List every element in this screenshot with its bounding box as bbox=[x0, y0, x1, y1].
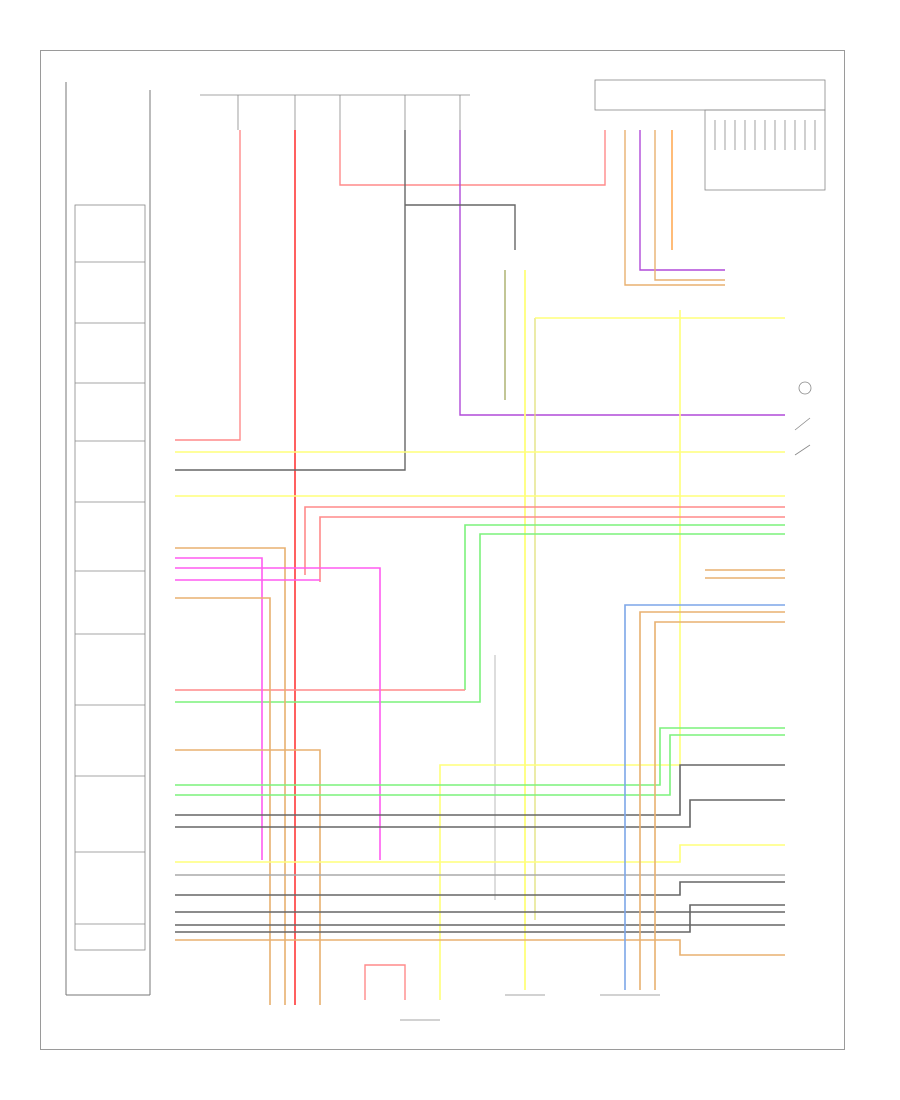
diagram-frame bbox=[40, 50, 845, 1050]
horizontal-wires bbox=[175, 317, 785, 1005]
fuse-relay-block bbox=[200, 94, 470, 130]
switch-symbols bbox=[794, 381, 812, 456]
top-right-control-unit bbox=[594, 79, 826, 191]
ground-connectors bbox=[364, 964, 660, 1021]
sensor-module-boxes bbox=[74, 204, 146, 951]
sensor-module-column bbox=[65, 82, 151, 996]
vertical-wires bbox=[175, 130, 785, 1005]
